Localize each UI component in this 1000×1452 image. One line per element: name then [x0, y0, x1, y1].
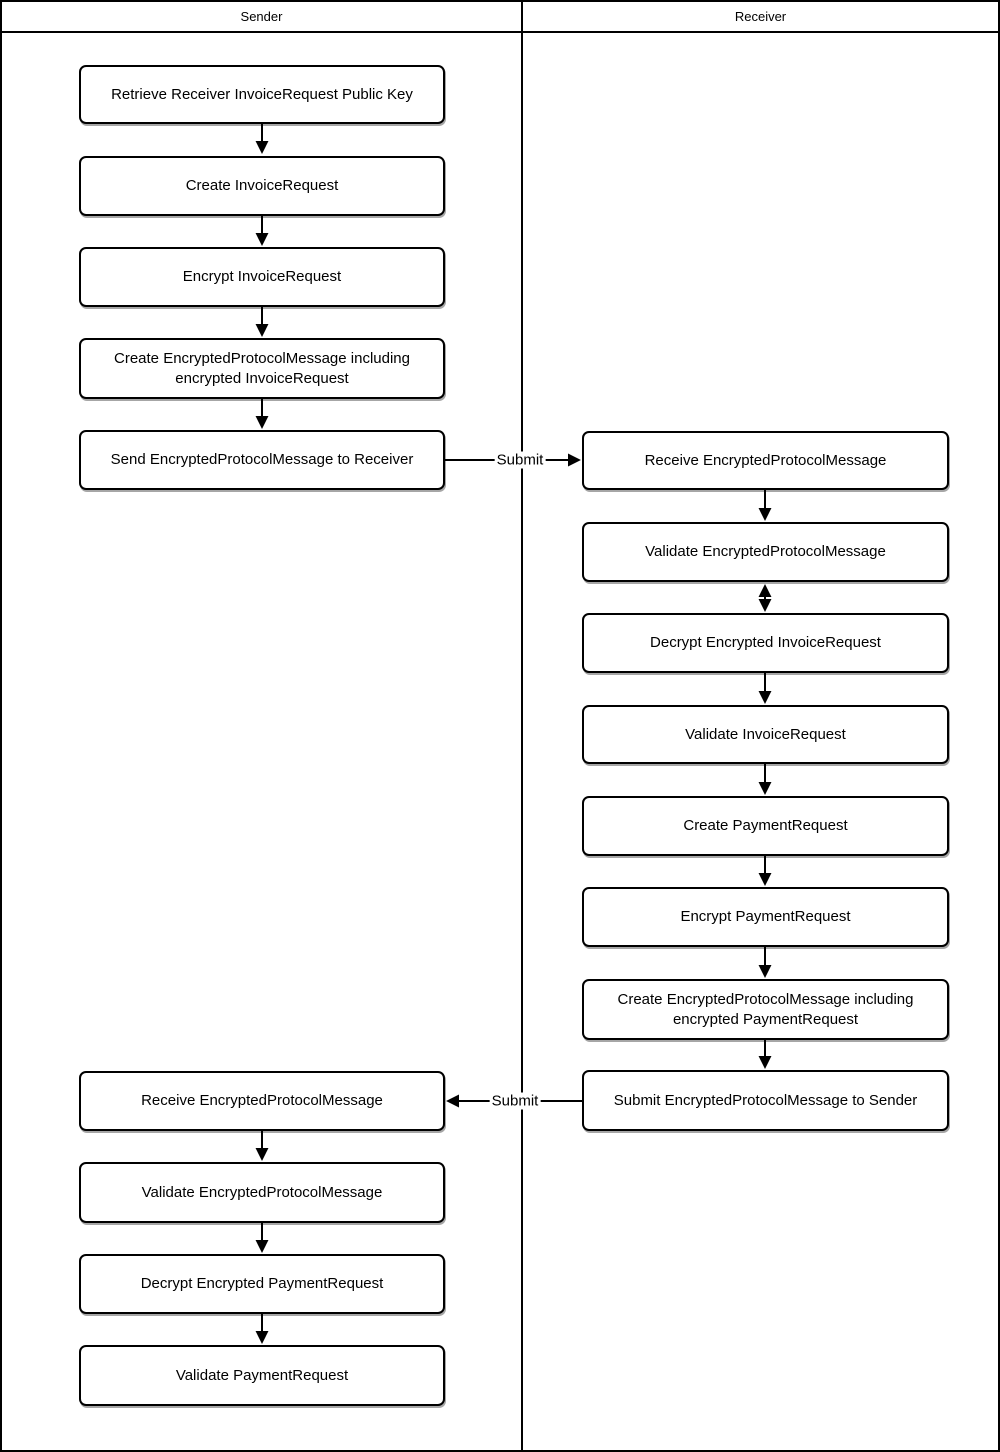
- node-sender-create-epm-invoicerequest: Create EncryptedProtocolMessage includin…: [79, 338, 445, 399]
- node-sender-validate-epm: Validate EncryptedProtocolMessage: [79, 1162, 445, 1223]
- lane-header-receiver: Receiver: [523, 2, 998, 31]
- node-sender-validate-paymentrequest: Validate PaymentRequest: [79, 1345, 445, 1406]
- node-receiver-decrypt-invoicerequest: Decrypt Encrypted InvoiceRequest: [582, 613, 949, 673]
- node-sender-encrypt-invoicerequest: Encrypt InvoiceRequest: [79, 247, 445, 307]
- edge-label-submit-to-receiver: Submit: [494, 451, 546, 469]
- node-receiver-validate-invoicerequest: Validate InvoiceRequest: [582, 705, 949, 764]
- node-sender-receive-epm: Receive EncryptedProtocolMessage: [79, 1071, 445, 1131]
- node-receiver-encrypt-paymentrequest: Encrypt PaymentRequest: [582, 887, 949, 947]
- node-receiver-create-paymentrequest: Create PaymentRequest: [582, 796, 949, 856]
- node-sender-retrieve-public-key: Retrieve Receiver InvoiceRequest Public …: [79, 65, 445, 124]
- node-receiver-receive-epm: Receive EncryptedProtocolMessage: [582, 431, 949, 490]
- node-sender-send-epm-to-receiver: Send EncryptedProtocolMessage to Receive…: [79, 430, 445, 490]
- node-sender-decrypt-paymentrequest: Decrypt Encrypted PaymentRequest: [79, 1254, 445, 1314]
- lane-header-rule: [2, 31, 998, 33]
- edge-label-submit-to-sender: Submit: [489, 1092, 541, 1110]
- lane-title-sender: Sender: [240, 9, 283, 24]
- lane-divider: [521, 2, 523, 1450]
- lane-header-sender: Sender: [2, 2, 521, 31]
- node-sender-create-invoicerequest: Create InvoiceRequest: [79, 156, 445, 216]
- node-receiver-validate-epm: Validate EncryptedProtocolMessage: [582, 522, 949, 582]
- node-receiver-create-epm-paymentrequest: Create EncryptedProtocolMessage includin…: [582, 979, 949, 1040]
- node-receiver-submit-epm-to-sender: Submit EncryptedProtocolMessage to Sende…: [582, 1070, 949, 1131]
- lane-title-receiver: Receiver: [734, 9, 787, 24]
